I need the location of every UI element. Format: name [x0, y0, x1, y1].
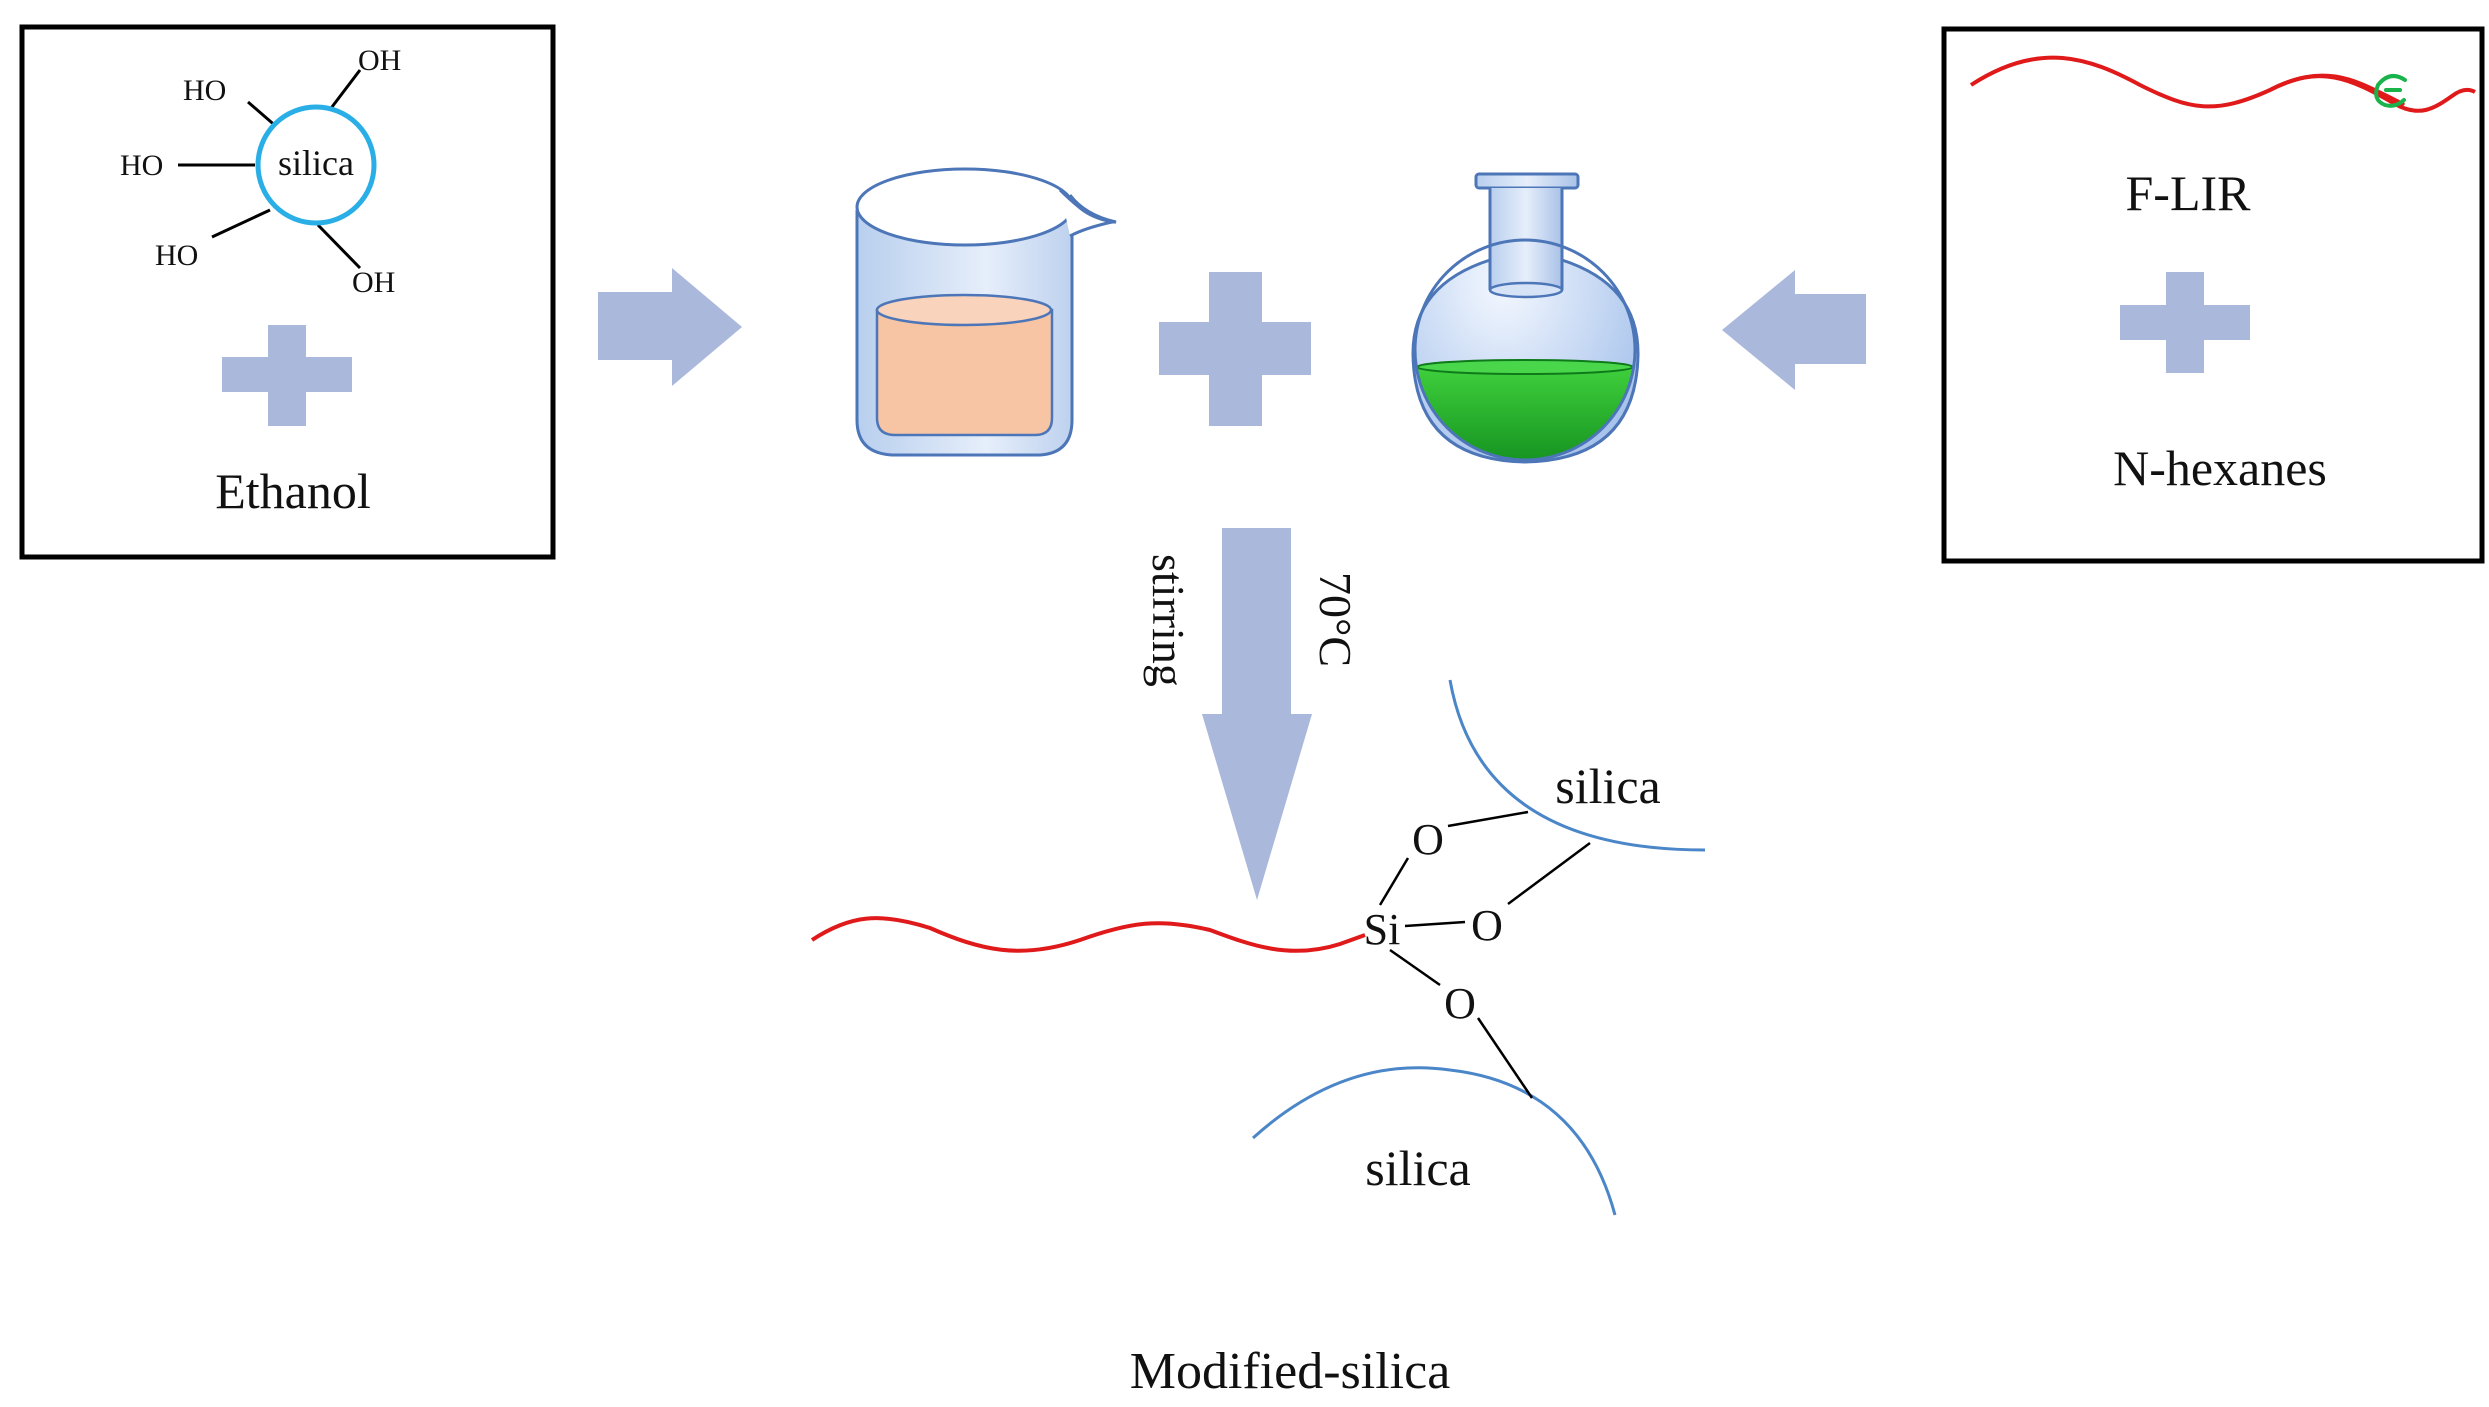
- bond-si-o-middle: [1404, 920, 1466, 928]
- round-flask-icon: [1411, 172, 1640, 464]
- hydroxyl-label-left: HO: [120, 149, 163, 182]
- silica-ethanol-box: silica OH HO HO HO OH Ethanol: [19, 24, 556, 560]
- silicon-atom-label: Si: [1364, 905, 1401, 954]
- silica-label-upper: silica: [1555, 758, 1661, 814]
- silica-label-lower: silica: [1365, 1140, 1471, 1196]
- flir-label: F-LIR: [2126, 165, 2252, 221]
- temperature-label: 70°C: [1310, 572, 1361, 667]
- product-caption: Modified-silica: [1130, 1343, 1451, 1400]
- left-box-frame: [19, 24, 556, 560]
- bond-o-silica-top: [1447, 810, 1529, 828]
- beaker-liquid: [875, 308, 1054, 437]
- flir-hexane-box: F-LIR N-hexanes: [1941, 26, 2485, 564]
- end-group-icon: [2374, 74, 2407, 108]
- plus-icon-center: [1159, 272, 1311, 426]
- arrow-right-icon: [598, 268, 742, 386]
- arrow-left-icon: [1722, 270, 1866, 390]
- beaker-icon: [855, 167, 1117, 457]
- bond-o-silica-bottom: [1476, 1017, 1534, 1099]
- oxygen-atom-bottom: O: [1444, 979, 1476, 1028]
- silica-arc-lower: [1251, 1066, 1617, 1216]
- right-box-frame: [1941, 26, 2485, 564]
- nhexanes-label: N-hexanes: [2113, 440, 2327, 496]
- ethanol-label: Ethanol: [215, 463, 371, 519]
- bond-si-o-top: [1378, 857, 1410, 906]
- stirring-label: stirring: [1143, 554, 1194, 687]
- silica-particle-label: silica: [278, 143, 354, 183]
- hydroxyl-label-bottom-left: HO: [155, 239, 198, 272]
- hydroxyl-label-top-right: OH: [358, 44, 401, 77]
- hydroxyl-label-bottom-right: OH: [352, 266, 395, 299]
- bond-si-o-bottom: [1389, 948, 1441, 987]
- oxygen-atom-middle: O: [1471, 901, 1503, 950]
- grafted-polymer-chain: [810, 916, 1366, 953]
- polymer-chain: [1969, 55, 2405, 109]
- polymer-chain-end: [2269, 74, 2476, 113]
- plus-icon-left: [222, 325, 352, 426]
- bond-oh-bottom-right: [316, 223, 362, 270]
- bond-oh-bottom-left: [211, 208, 271, 239]
- modified-silica-structure: Si O O O silica silica: [810, 679, 1706, 1216]
- plus-icon-right: [2120, 272, 2250, 373]
- oxygen-atom-top: O: [1412, 815, 1444, 864]
- silica-particle: [255, 104, 377, 226]
- arrow-down-icon: [1202, 528, 1312, 900]
- bond-o-silica-middle: [1507, 841, 1591, 906]
- hydroxyl-label-top-left: HO: [183, 74, 226, 107]
- silica-arc-upper: [1448, 679, 1706, 852]
